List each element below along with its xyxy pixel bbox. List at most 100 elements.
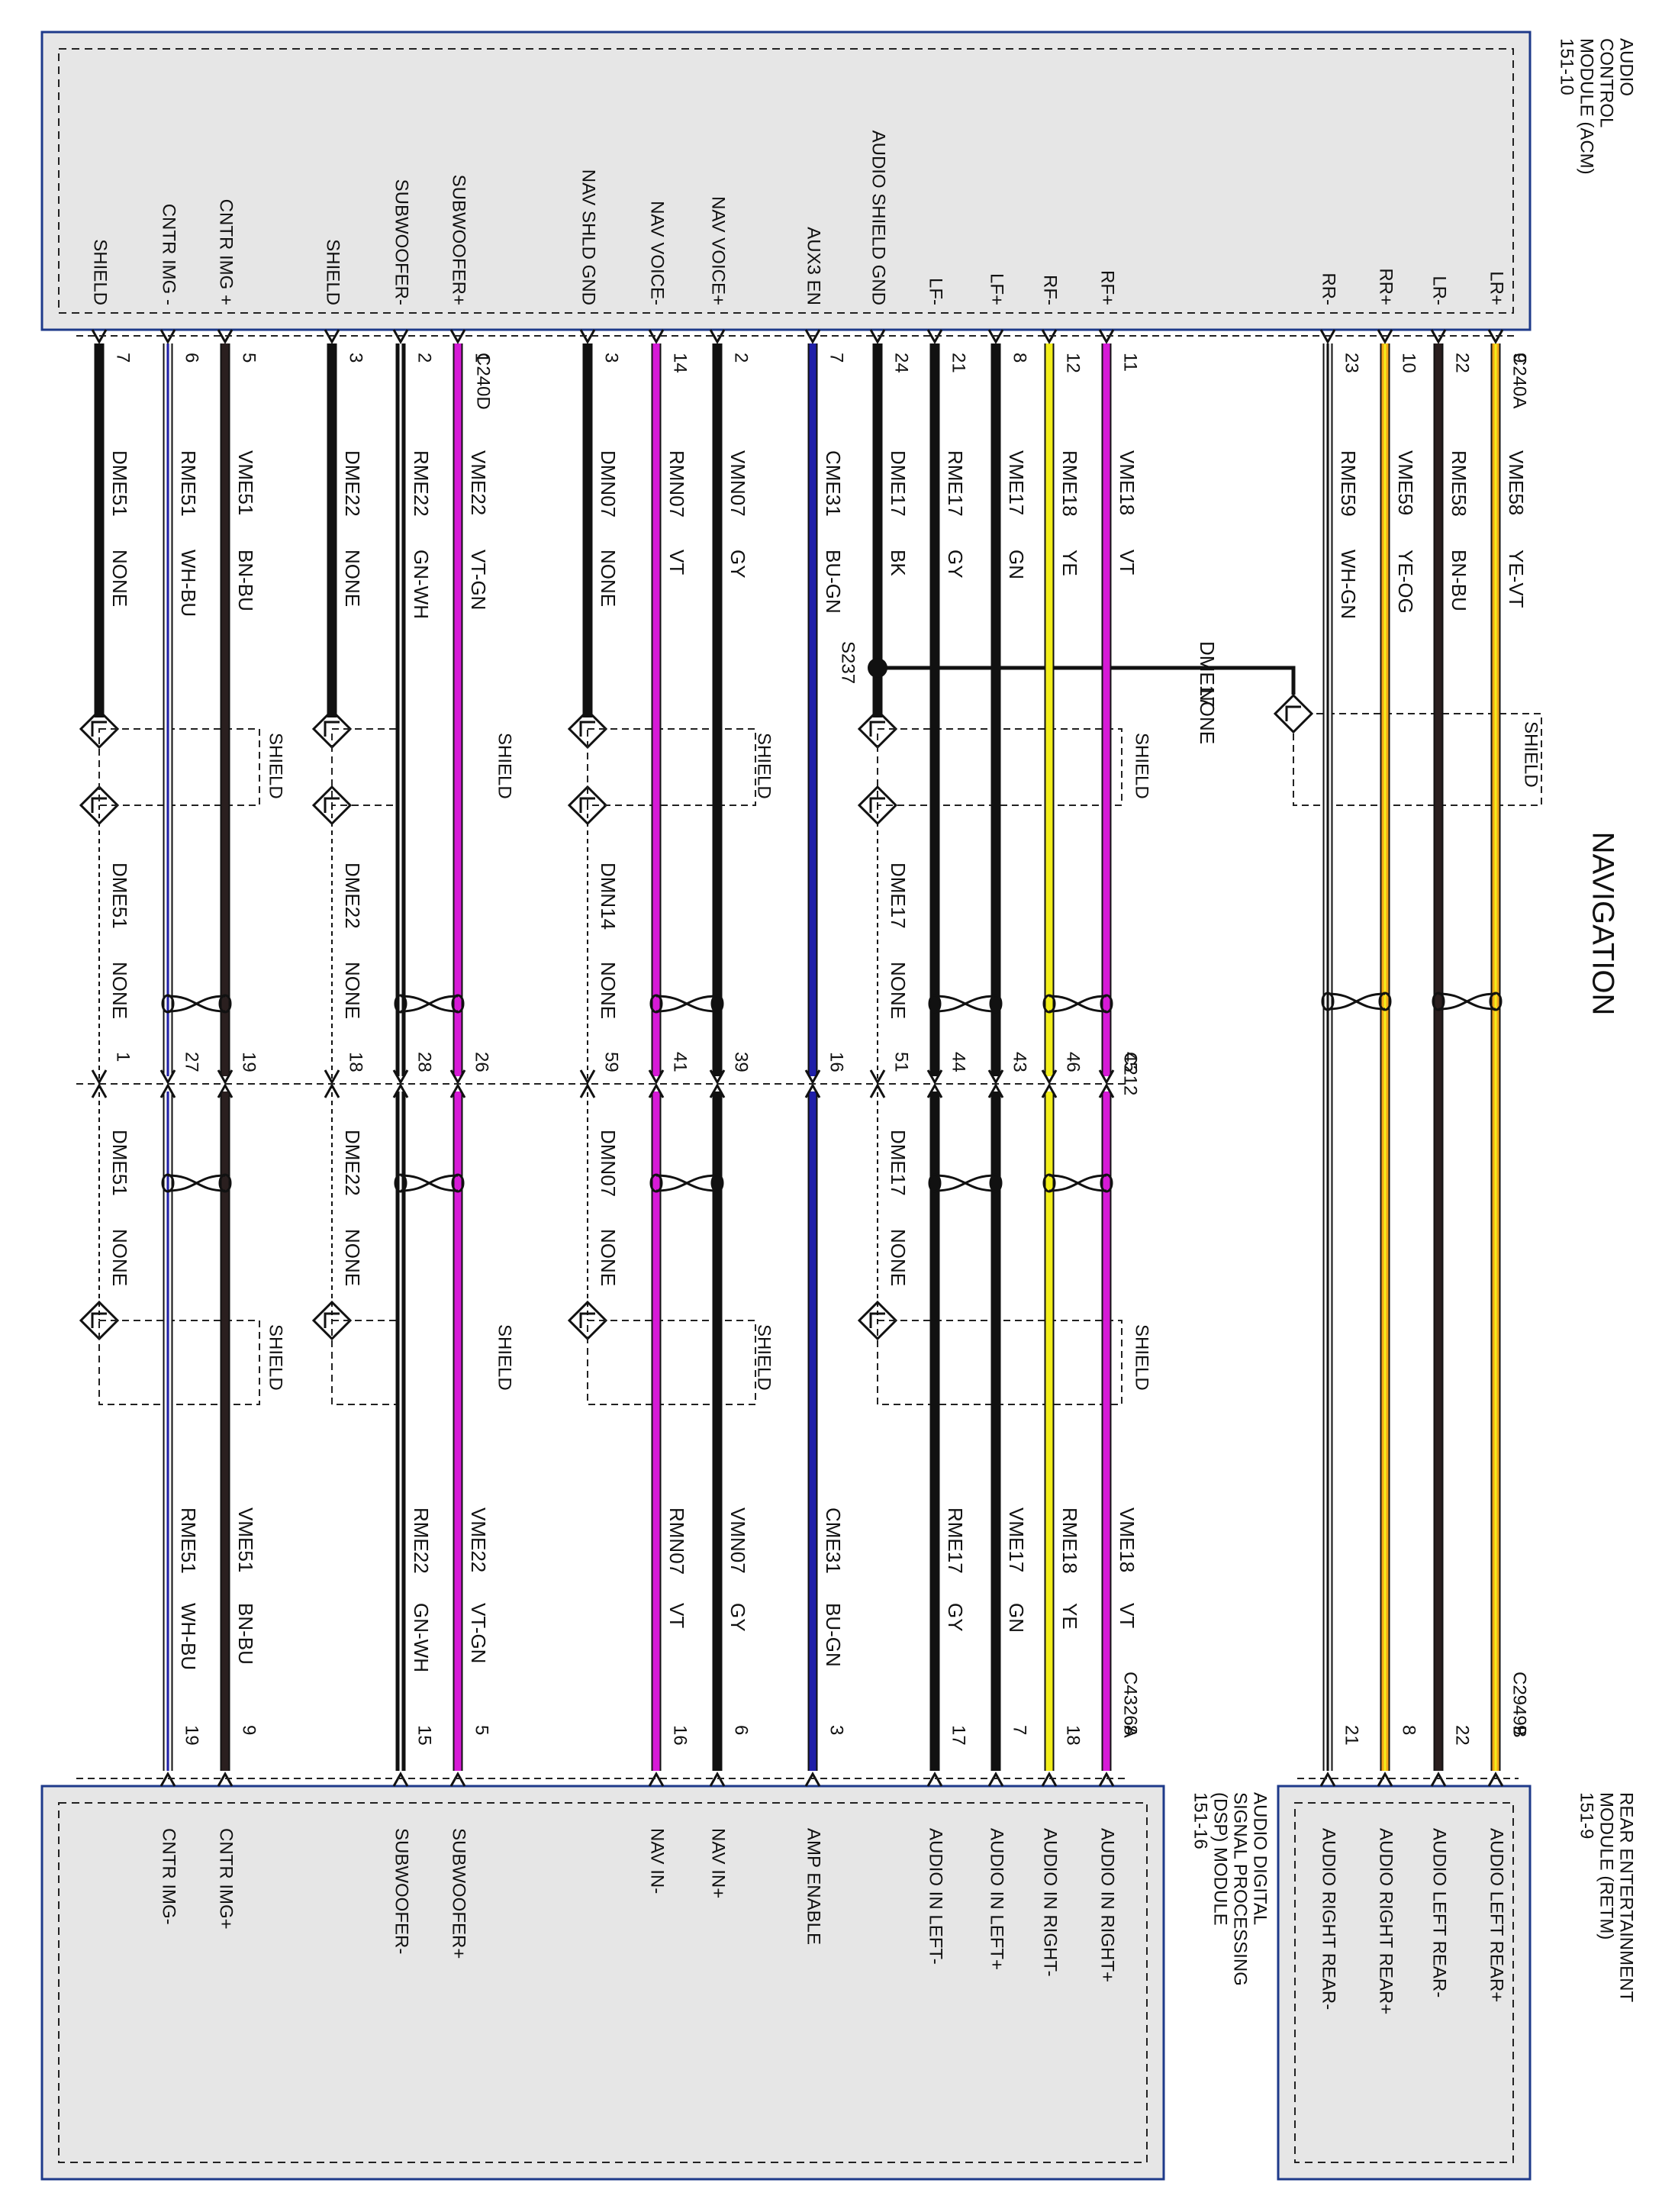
acm-module-inner: [58, 48, 1514, 314]
page-title: NAVIGATION: [1586, 832, 1619, 1016]
pin-arrow: [869, 1069, 886, 1085]
acm-pin-label: RR-: [1319, 272, 1339, 305]
pin-arrow: [1098, 1771, 1115, 1787]
acm-pin-label: LF-: [926, 278, 946, 305]
dsp-pin-label: AMP ENABLE: [804, 1828, 824, 1945]
pin-number: 45: [1120, 1052, 1141, 1072]
shield-box: [587, 728, 756, 806]
color-label: BU-GN: [822, 550, 845, 614]
pin-arrow: [324, 329, 340, 345]
splice-label: S237: [838, 641, 858, 684]
connector-c240d: C240D: [473, 353, 494, 410]
pin-arrow: [449, 1771, 466, 1787]
twist-pair-loop: [989, 994, 1003, 1014]
pin-number: 59: [601, 1052, 622, 1072]
color-label: VT: [1116, 550, 1139, 575]
pin-arrow: [709, 329, 726, 345]
pin-arrow: [709, 1771, 726, 1787]
circuit-label: VME59: [1394, 450, 1417, 515]
pin-number: 51: [891, 1052, 912, 1072]
dsp-pin-label: AUDIO IN LEFT+: [987, 1828, 1007, 1970]
pin-number: 16: [826, 1052, 847, 1072]
retm-title-line: REAR ENTERTAINMENT: [1616, 1792, 1637, 2002]
color-label: YE: [1058, 1603, 1081, 1630]
color-label: NONE: [887, 962, 910, 1019]
pin-number: 17: [949, 1725, 969, 1746]
drain-wire-dme17: [878, 666, 1296, 695]
dsp-pin-label: NAV IN+: [708, 1828, 729, 1898]
retm-title-line: 151-9: [1577, 1792, 1597, 1839]
pin-number: 21: [1342, 1725, 1362, 1746]
pin-number: 8: [1010, 353, 1030, 363]
circuit-label: DME51: [108, 1130, 131, 1196]
circuit-label: VME17: [1005, 1507, 1028, 1572]
dsp-pin-label: SUBWOOFER+: [449, 1828, 469, 1959]
acm-pin-label: RR+: [1376, 268, 1396, 305]
acm-title-line: 151-10: [1557, 38, 1577, 95]
shield-diamond-mark: [324, 721, 340, 737]
connector-c212: C212: [1120, 1052, 1141, 1095]
color-label: VT: [1116, 1603, 1139, 1628]
twist-pair-loop: [1489, 992, 1503, 1011]
shield-diamond-mark: [869, 797, 885, 813]
circuit-label: VME22: [467, 450, 490, 515]
circuit-label: DME22: [341, 1130, 364, 1196]
pin-number: 19: [182, 1725, 202, 1746]
pin-number: 5: [472, 1725, 492, 1735]
color-label: NONE: [597, 962, 620, 1019]
shield-box: [331, 1320, 405, 1405]
pin-number: 2: [731, 353, 752, 363]
pin-arrow: [1430, 329, 1447, 345]
pin-arrow: [91, 1082, 108, 1098]
pin-arrow: [869, 329, 886, 345]
circuit-label: DME17: [887, 450, 910, 517]
color-label: BN-BU: [234, 1603, 257, 1665]
pin-number: 24: [891, 353, 912, 373]
pin-number: 6: [182, 353, 202, 363]
pin-arrow: [1041, 329, 1058, 345]
circuit-label: VME22: [467, 1507, 490, 1572]
shield-diamond-mark: [324, 1312, 340, 1328]
color-label: VT: [665, 550, 688, 575]
circuit-label: RME18: [1058, 1507, 1081, 1574]
twist-pair: [934, 1174, 997, 1192]
circuit-label: DMN07: [597, 450, 620, 518]
circuit-label: RMN07: [665, 1507, 688, 1575]
twist-pair-loop: [1042, 1173, 1056, 1193]
dsp-pin-label: CNTR IMG-: [159, 1828, 179, 1925]
wire-layer: [76, 329, 1519, 1787]
color-label: GN-WH: [410, 1603, 433, 1672]
shield-diamond-mark: [1285, 705, 1301, 721]
color-label: NONE: [597, 550, 620, 607]
pin-arrow: [804, 1771, 821, 1787]
pin-arrow: [1098, 1069, 1115, 1085]
acm-pin-label: NAV SHLD GND: [578, 169, 599, 305]
color-label: VT: [665, 1603, 688, 1628]
pin-number: 19: [239, 1052, 259, 1072]
circuit-label: DME17: [887, 1130, 910, 1196]
pin-arrow: [987, 329, 1004, 345]
acm-title-line: CONTROL: [1596, 38, 1617, 127]
twist-pair-loop: [451, 994, 465, 1014]
circuit-label: RME17: [944, 1507, 967, 1574]
pin-arrow: [1319, 329, 1336, 345]
twist-pair-loop: [649, 1173, 663, 1193]
pin-arrow: [926, 1069, 943, 1085]
acm-pin-label: SUBWOOFER-: [391, 179, 412, 305]
retm-shield-box: [1293, 713, 1542, 806]
dsp-pin-label: AUDIO IN RIGHT-: [1040, 1828, 1061, 1977]
acm-pin-label: CNTR IMG +: [216, 199, 237, 305]
pin-arrow: [926, 1082, 943, 1098]
acm-pin-label: SUBWOOFER+: [449, 175, 469, 305]
color-label: BU-GN: [822, 1603, 845, 1667]
pin-number: 22: [1452, 353, 1473, 373]
pin-arrow: [449, 1082, 466, 1098]
pin-arrow: [392, 1771, 409, 1787]
pin-arrow: [709, 1069, 726, 1085]
pin-arrow: [926, 1771, 943, 1787]
pin-number: 1: [472, 353, 492, 363]
circuit-label: DME22: [341, 863, 364, 929]
twist-pair-loop: [989, 1173, 1003, 1193]
twist-pair-loop: [710, 1173, 724, 1193]
twist-pair-loop: [1100, 994, 1113, 1014]
